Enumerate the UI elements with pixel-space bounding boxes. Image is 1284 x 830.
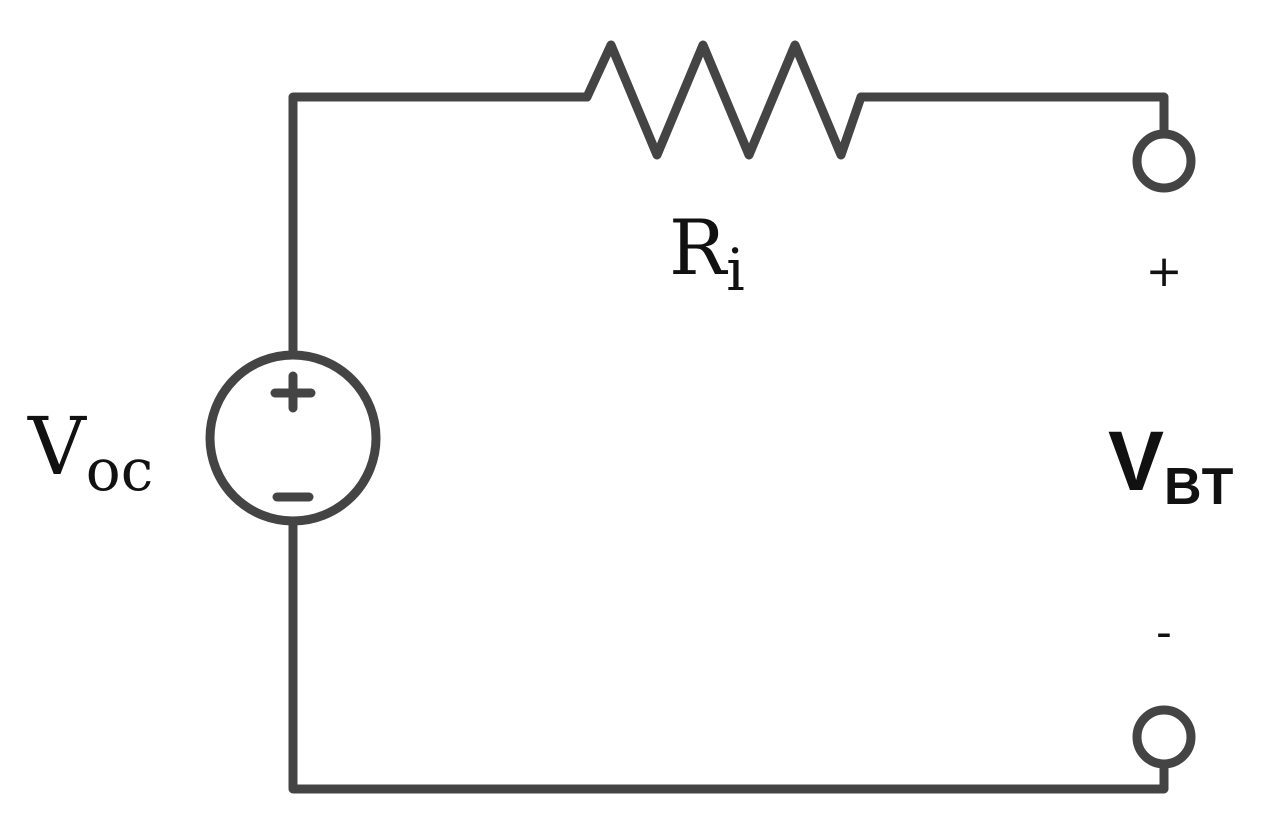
source-plus-mark bbox=[270, 371, 316, 413]
output-plus-sign: + bbox=[1146, 246, 1183, 297]
resistor-label: Ri bbox=[669, 203, 745, 304]
source-label: Voc bbox=[27, 400, 153, 504]
source-label-sub: oc bbox=[86, 436, 153, 504]
resistor-zigzag bbox=[582, 40, 866, 160]
output-voltage-label: VBT bbox=[1108, 414, 1234, 516]
left-top-wire bbox=[288, 92, 592, 360]
output-label-sub: BT bbox=[1164, 458, 1234, 516]
top-right-wire bbox=[856, 92, 1169, 138]
output-minus-sign: - bbox=[1156, 607, 1172, 658]
bottom-wire bbox=[288, 517, 1169, 794]
voltage-source-circle bbox=[205, 350, 381, 526]
output-label-main: V bbox=[1108, 414, 1164, 508]
source-label-main: V bbox=[27, 400, 87, 493]
resistor-label-main: R bbox=[669, 203, 729, 292]
negative-terminal bbox=[1132, 705, 1196, 769]
resistor-label-sub: i bbox=[726, 236, 745, 304]
positive-terminal bbox=[1132, 129, 1196, 193]
